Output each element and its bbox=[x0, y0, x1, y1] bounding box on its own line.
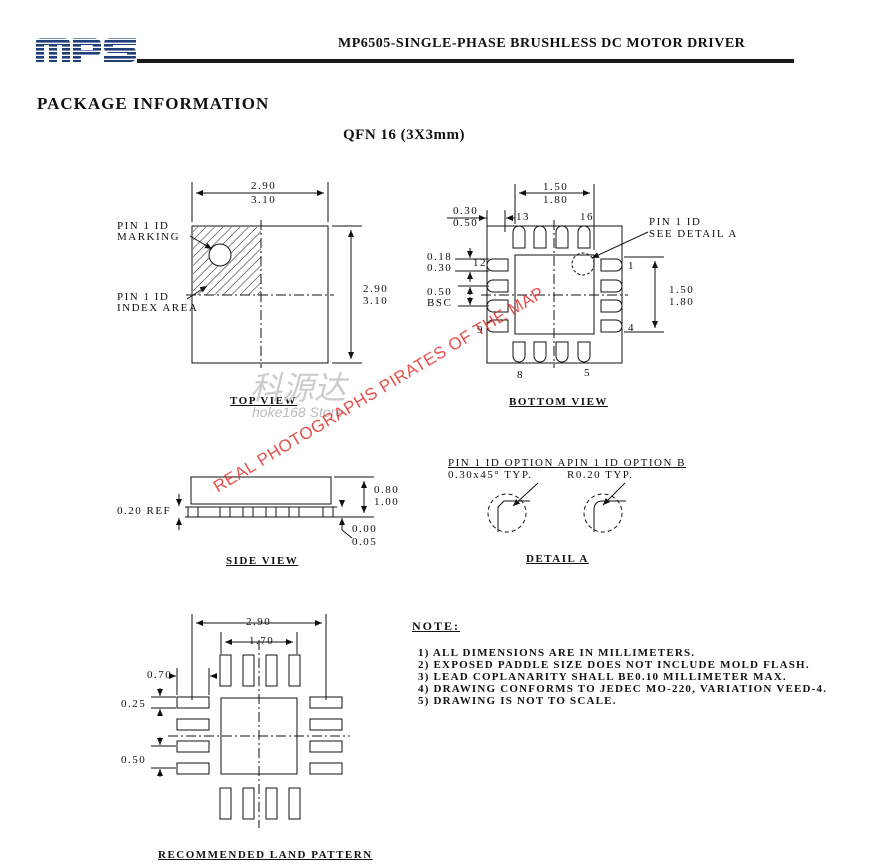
dim-030b: 0.30 bbox=[427, 262, 453, 274]
side-ref-dim: 0.20 REF bbox=[117, 505, 172, 517]
land-outer-dim: 2.90 bbox=[246, 616, 272, 628]
bottom-view-caption: BOTTOM VIEW bbox=[509, 396, 608, 408]
note-item: 5) DRAWING IS NOT TO SCALE. bbox=[418, 695, 617, 707]
mps-logo bbox=[36, 38, 136, 62]
pin1-index-label-1: PIN 1 ID bbox=[117, 291, 170, 303]
option-b-note: R0.20 TYP. bbox=[567, 469, 634, 481]
pin-number-1: 1 bbox=[628, 260, 635, 272]
side-standoff-max: 0.05 bbox=[352, 536, 378, 548]
land-inner-dim: 1.70 bbox=[249, 635, 275, 647]
dim-bsc: BSC bbox=[427, 297, 453, 309]
side-view-caption: SIDE VIEW bbox=[226, 555, 299, 567]
top-view-caption: TOP VIEW bbox=[230, 395, 297, 407]
package-title: QFN 16 (3X3mm) bbox=[343, 127, 465, 143]
pin-number-16: 16 bbox=[580, 211, 594, 223]
land-pad-width: 0.25 bbox=[121, 698, 147, 710]
note-item: 1) ALL DIMENSIONS ARE IN MILLIMETERS. bbox=[418, 647, 696, 659]
dim-030: 0.30 bbox=[453, 205, 479, 217]
pin-number-4: 4 bbox=[628, 322, 635, 334]
pin1-marking-label-1: PIN 1 ID bbox=[117, 220, 170, 232]
side-height-dim-max: 1.00 bbox=[374, 496, 400, 508]
pin-number-12: 12 bbox=[473, 257, 487, 269]
top-view-drawing bbox=[186, 182, 362, 368]
bottom-top-dim-min: 1.50 bbox=[543, 181, 569, 193]
document-header-title: MP6505-SINGLE-PHASE BRUSHLESS DC MOTOR D… bbox=[338, 36, 746, 51]
note-item: 4) DRAWING CONFORMS TO JEDEC MO-220, VAR… bbox=[418, 683, 828, 695]
option-b-title: PIN 1 ID OPTION B bbox=[567, 457, 686, 469]
side-standoff-min: 0.00 bbox=[352, 523, 378, 535]
option-a-title: PIN 1 ID OPTION A bbox=[448, 457, 567, 469]
land-pattern-caption: RECOMMENDED LAND PATTERN bbox=[158, 849, 373, 861]
detail-a-caption: DETAIL A bbox=[526, 553, 589, 565]
watermark-store: hoke168 Store bbox=[252, 404, 344, 420]
section-title: PACKAGE INFORMATION bbox=[37, 94, 270, 113]
bottom-right-dim-min: 1.50 bbox=[669, 284, 695, 296]
notes-title: NOTE: bbox=[412, 619, 461, 633]
pin1-detail-label-1: PIN 1 ID bbox=[649, 216, 702, 228]
dim-018: 0.18 bbox=[427, 251, 453, 263]
note-item: 2) EXPOSED PADDLE SIZE DOES NOT INCLUDE … bbox=[418, 659, 810, 671]
pin-number-9: 9 bbox=[477, 324, 484, 336]
top-width-dim-max: 3.10 bbox=[251, 194, 277, 206]
pin1-index-label-2: INDEX AREA bbox=[117, 302, 199, 314]
header-rule bbox=[137, 59, 794, 63]
option-a-note: 0.30x45° TYP. bbox=[448, 469, 533, 481]
side-height-dim-min: 0.80 bbox=[374, 484, 400, 496]
side-view-drawing bbox=[176, 476, 374, 539]
pin-number-8: 8 bbox=[517, 369, 524, 381]
pin1-detail-label-2: SEE DETAIL A bbox=[649, 228, 738, 240]
land-pattern-drawing bbox=[151, 614, 350, 828]
pin-number-5: 5 bbox=[584, 367, 591, 379]
top-height-dim-max: 3.10 bbox=[363, 295, 389, 307]
dim-050: 0.50 bbox=[453, 217, 479, 229]
dim-050-bsc: 0.50 bbox=[427, 286, 453, 298]
bottom-right-dim-max: 1.80 bbox=[669, 296, 695, 308]
bottom-view-drawing bbox=[447, 184, 664, 368]
detail-a-drawing bbox=[487, 482, 626, 533]
bottom-top-dim-max: 1.80 bbox=[543, 194, 569, 206]
land-pitch: 0.50 bbox=[121, 754, 147, 766]
note-item: 3) LEAD COPLANARITY SHALL BE0.10 MILLIME… bbox=[418, 671, 787, 683]
land-pad-length: 0.70 bbox=[147, 669, 173, 681]
top-height-dim-min: 2.90 bbox=[363, 283, 389, 295]
pin-number-13: 13 bbox=[516, 211, 530, 223]
watermark-cn: 科源达 bbox=[250, 369, 347, 407]
top-width-dim-min: 2.90 bbox=[251, 180, 277, 192]
pin1-marking-label-2: MARKING bbox=[117, 231, 181, 243]
